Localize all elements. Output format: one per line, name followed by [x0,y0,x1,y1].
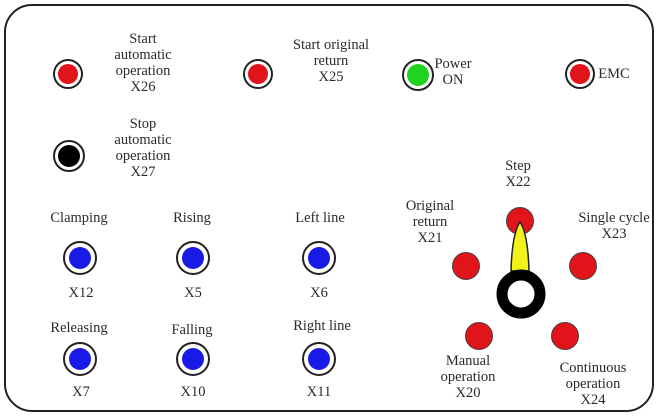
emc-label: EMC [598,66,630,82]
rising-lamp[interactable] [176,241,210,275]
stop-automatic-operation-lamp[interactable] [53,140,85,172]
clamping-label: Clamping [50,210,108,226]
start-automatic-operation-label: Start automatic operation X26 [114,31,172,95]
mode-label-original-return: Original return X21 [405,198,455,246]
power-on-lamp[interactable] [402,59,434,91]
mode-position-continuous-operation-lamp[interactable] [551,322,579,350]
falling-code: X10 [180,384,206,400]
start-original-return-label: Start original return X25 [292,37,370,85]
falling-label: Falling [171,322,213,338]
emc-lamp[interactable] [565,59,595,89]
clamping-code: X12 [68,285,94,301]
mode-label-single-cycle: Single cycle X23 [578,210,650,242]
control-panel [4,4,654,412]
right-line-label: Right line [293,318,351,334]
start-original-return-lamp[interactable] [243,59,273,89]
mode-position-single-cycle-lamp[interactable] [569,252,597,280]
releasing-label: Releasing [50,320,108,336]
left-line-label: Left line [295,210,345,226]
left-line-lamp[interactable] [302,241,336,275]
stop-automatic-operation-label: Stop automatic operation X27 [114,116,172,180]
knob-pointer [510,220,530,272]
rising-code: X5 [184,285,202,301]
mode-label-step: Step X22 [505,158,531,190]
falling-lamp[interactable] [176,342,210,376]
knob-ring [496,269,546,319]
right-line-code: X11 [306,384,332,400]
mode-label-manual-operation: Manual operation X20 [440,353,496,401]
left-line-code: X6 [310,285,328,301]
mode-label-continuous-operation: Continuous operation X24 [559,360,627,408]
start-automatic-operation-lamp[interactable] [53,59,83,89]
mode-position-manual-operation-lamp[interactable] [465,322,493,350]
rising-label: Rising [173,210,211,226]
mode-position-original-return-lamp[interactable] [452,252,480,280]
right-line-lamp[interactable] [302,342,336,376]
clamping-lamp[interactable] [63,241,97,275]
releasing-code: X7 [72,384,90,400]
power-on-label: Power ON [434,56,472,88]
releasing-lamp[interactable] [63,342,97,376]
